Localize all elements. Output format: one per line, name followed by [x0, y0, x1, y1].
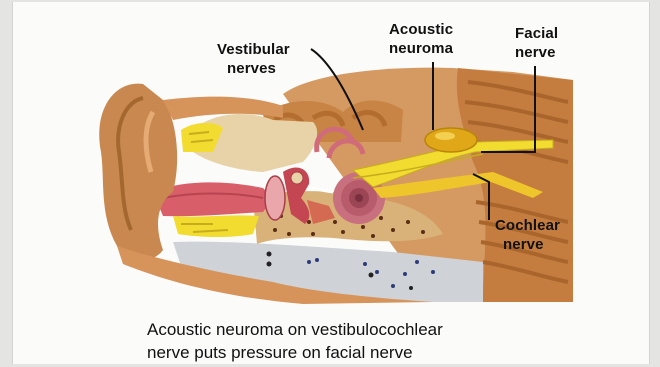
vestibular-label-line2: nerves [217, 59, 290, 78]
figure-caption: Acoustic neuroma on vestibulocochlear ne… [147, 318, 607, 364]
facial-nerve-label: Facial nerve [515, 24, 558, 62]
caption-line1: Acoustic neuroma on vestibulocochlear [147, 318, 607, 341]
acoustic-neuroma [425, 128, 477, 152]
acoustic-label-line1: Acoustic [389, 20, 453, 39]
diagram-frame: Vestibular nerves Acoustic neuroma Facia… [12, 2, 650, 364]
cochlear-label-line2: nerve [495, 235, 560, 254]
outer-ear [99, 84, 177, 260]
acoustic-label-line2: neuroma [389, 39, 453, 58]
facial-label-line1: Facial [515, 24, 558, 43]
cochlear-nerve-label: Cochlear nerve [495, 216, 560, 254]
vestibular-label-line1: Vestibular [217, 40, 290, 59]
facial-label-line2: nerve [515, 43, 558, 62]
vestibular-label: Vestibular nerves [217, 40, 290, 78]
tympanic-membrane [265, 176, 285, 220]
caption-line2: nerve puts pressure on facial nerve [147, 341, 607, 364]
cochlear-label-line1: Cochlear [495, 216, 560, 235]
acoustic-neuroma-label: Acoustic neuroma [389, 20, 453, 58]
